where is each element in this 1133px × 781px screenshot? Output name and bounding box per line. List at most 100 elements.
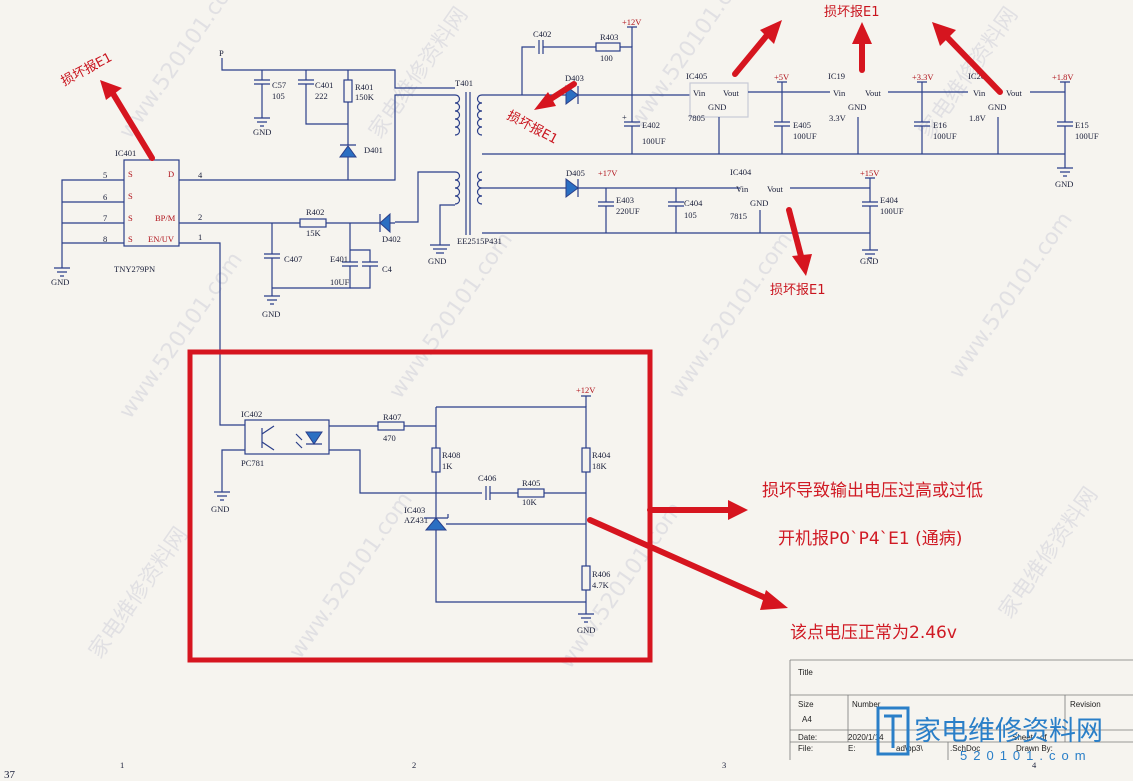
svg-text:Vout: Vout [723,88,740,98]
svg-text:GND: GND [1055,179,1073,189]
r407: R407 470 [377,412,405,443]
svg-text:7815: 7815 [730,211,747,221]
svg-text:10UF: 10UF [330,277,350,287]
svg-text:C407: C407 [284,254,302,264]
svg-text:2: 2 [412,760,416,770]
svg-text:C57: C57 [272,80,286,90]
svg-text:BP/M: BP/M [155,213,176,223]
annotation-e1-bottom: 损坏报E1 [770,283,826,298]
svg-text:222: 222 [315,91,328,101]
d405-ic404: D405 +17V E403 220UF C404 105 IC404 Vin … [560,167,904,266]
svg-text:GND: GND [51,277,69,287]
svg-text:Drawn By:: Drawn By: [1016,744,1053,753]
svg-text:家电维修资料网: 家电维修资料网 [364,3,473,144]
svg-text:10K: 10K [522,497,538,507]
svg-text:AZ431: AZ431 [404,515,428,525]
c401-r401-d401: C401 222 R401 150K D401 [298,70,383,180]
r406: R406 4.7K GND [577,565,610,635]
svg-text:R405: R405 [522,478,540,488]
svg-text:R408: R408 [442,450,460,460]
svg-text:1.8V: 1.8V [969,113,987,123]
svg-text:2020/1/14: 2020/1/14 [848,733,884,742]
annotation-e1-top: 损坏报E1 [824,5,880,20]
svg-text:E401: E401 [330,254,348,264]
svg-text:D402: D402 [382,234,401,244]
svg-text:File:: File: [798,744,813,753]
svg-text:100: 100 [600,53,613,63]
svg-text:D: D [168,169,174,179]
svg-text:+12V: +12V [576,385,596,395]
svg-text:D403: D403 [565,73,584,83]
ic402-pc781: IC402 PC781 GND [211,409,436,514]
svg-text:PC781: PC781 [241,458,264,468]
svg-text:GND: GND [750,198,768,208]
svg-text:15K: 15K [306,228,322,238]
svg-text:3.3V: 3.3V [829,113,847,123]
svg-text:+17V: +17V [598,168,618,178]
svg-text:E404: E404 [880,195,899,205]
svg-text:R402: R402 [306,207,324,217]
svg-text:www.520101.com: www.520101.com [114,0,247,143]
svg-text:+15V: +15V [860,168,880,178]
svg-text:Revision: Revision [1070,700,1101,709]
svg-text:GND: GND [211,504,229,514]
svg-text:E:: E: [848,744,856,753]
c57: C57 105 GND [253,70,286,137]
svg-text:IC19: IC19 [828,71,845,81]
svg-text:8: 8 [103,234,107,244]
t401: T401 EE2515P431 GND [395,78,502,266]
svg-text:R406: R406 [592,569,610,579]
svg-text:470: 470 [383,433,396,443]
svg-text:家电维修资料网: 家电维修资料网 [914,716,1103,747]
svg-text:R404: R404 [592,450,611,460]
svg-text:S: S [128,234,133,244]
svg-text:Number: Number [852,700,881,709]
svg-text:4: 4 [198,170,203,180]
svg-text:IC404: IC404 [730,167,752,177]
svg-text:S: S [128,213,133,223]
bp-network: R402 15K D402 C407 GND E401 10UF C4 [179,207,401,319]
svg-text:+: + [622,112,627,122]
svg-text:A4: A4 [802,715,812,724]
svg-text:C406: C406 [478,473,496,483]
svg-text:7: 7 [103,213,107,223]
site-logo: 家电维修资料网 520101.com [876,706,1103,763]
svg-text:C404: C404 [684,198,703,208]
svg-text:EN/UV: EN/UV [148,234,175,244]
svg-text:R403: R403 [600,32,618,42]
svg-text:IC20: IC20 [968,71,985,81]
annotation-note-voltage: 该点电压正常为2.46v [790,623,957,643]
svg-text:100UF: 100UF [933,131,957,141]
feedback-highlight-box [187,349,653,663]
svg-text:Vin: Vin [693,88,706,98]
svg-text:S: S [128,191,133,201]
svg-text:www.520101.com: www.520101.com [944,208,1077,384]
svg-text:Title: Title [798,668,813,677]
annotation-e1-mid: 损坏报E1 [504,108,560,147]
svg-text:Vin: Vin [736,184,749,194]
svg-text:IC405: IC405 [686,71,707,81]
svg-text:T401: T401 [455,78,473,88]
svg-text:18K: 18K [592,461,608,471]
svg-text:家电维修资料网: 家电维修资料网 [994,483,1103,624]
svg-text:3: 3 [722,760,726,770]
ic405: IC405 Vin Vout GND 7805 +5V E405 100UF [686,71,830,154]
svg-text:D405: D405 [566,168,585,178]
svg-text:Size: Size [798,700,814,709]
svg-text:105: 105 [272,91,285,101]
title-block: Title Size Number Revision A4 Date: 2020… [789,659,1133,760]
svg-text:GND: GND [860,256,878,266]
r408: R408 1K [431,407,460,520]
svg-text:100UF: 100UF [880,206,904,216]
svg-text:Vout: Vout [865,88,882,98]
svg-text:220UF: 220UF [616,206,640,216]
svg-text:150K: 150K [355,92,375,102]
svg-text:7805: 7805 [688,113,705,123]
svg-text:1K: 1K [442,461,453,471]
svg-text:ad\bp3\: ad\bp3\ [896,744,923,753]
border-ruler: 1 2 3 4 [120,760,1037,770]
svg-text:GND: GND [253,127,271,137]
svg-text:E403: E403 [616,195,634,205]
